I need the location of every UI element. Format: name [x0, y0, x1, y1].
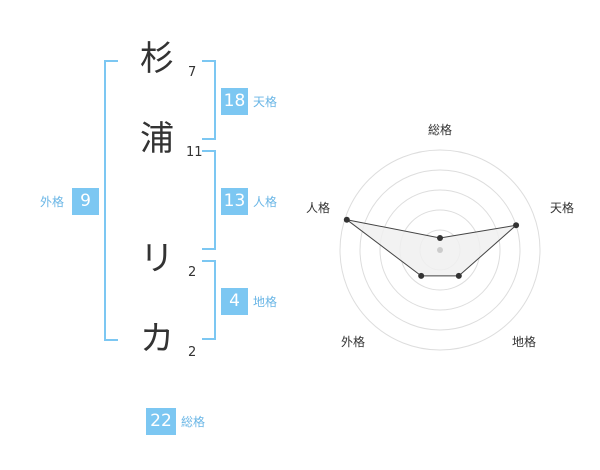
- gaikaku-bracket: [104, 60, 118, 341]
- tenkaku-label: 天格: [253, 95, 278, 109]
- radar-point-3: [455, 272, 462, 279]
- radar-axis-label-gaikaku: 外格: [341, 334, 365, 349]
- radar-point-4: [418, 272, 425, 279]
- radar-point-2: [513, 222, 520, 229]
- stroke-count-1: 7: [188, 65, 197, 80]
- chikaku-label: 地格: [253, 295, 278, 309]
- gaikaku-label: 外格: [40, 195, 65, 209]
- chikaku-value: 4: [221, 288, 248, 315]
- gaikaku-value: 9: [72, 188, 99, 215]
- radar-axis-label-chikaku: 地格: [512, 334, 536, 349]
- radar-rings: [339, 149, 541, 351]
- tenkaku-bracket: [202, 60, 216, 140]
- radar-ring-5: [339, 149, 541, 351]
- radar-polygon: [346, 219, 518, 277]
- radar-axis-label-soukaku: 総格: [428, 122, 452, 137]
- name-char-4: カ: [140, 319, 174, 359]
- jinkaku-label: 人格: [253, 195, 278, 209]
- name-char-3: リ: [140, 239, 174, 279]
- radar-ring-4: [359, 169, 521, 331]
- soukaku-value: 22: [146, 408, 176, 435]
- radar-point-1: [437, 235, 443, 241]
- chikaku-bracket: [202, 260, 216, 340]
- stroke-count-4: 2: [188, 345, 197, 360]
- jinkaku-bracket: [202, 150, 216, 250]
- radar-ring-2: [399, 209, 481, 291]
- jinkaku-value: 13: [221, 188, 248, 215]
- radar-ring-3: [379, 189, 501, 311]
- radar-points: [343, 216, 520, 279]
- radar-center-dot: [437, 247, 443, 253]
- radar-point-5: [343, 216, 350, 223]
- soukaku-label: 総格: [181, 415, 206, 429]
- tenkaku-value: 18: [221, 88, 248, 115]
- radar-axis-label-jinkaku: 人格: [306, 200, 330, 215]
- radar-ring-1: [419, 229, 461, 271]
- name-char-2: 浦: [140, 119, 174, 159]
- stroke-count-3: 2: [188, 265, 197, 280]
- name-char-1: 杉: [140, 39, 174, 79]
- stroke-count-2: 11: [186, 145, 203, 160]
- radar-axis-label-tenkaku: 天格: [550, 200, 574, 215]
